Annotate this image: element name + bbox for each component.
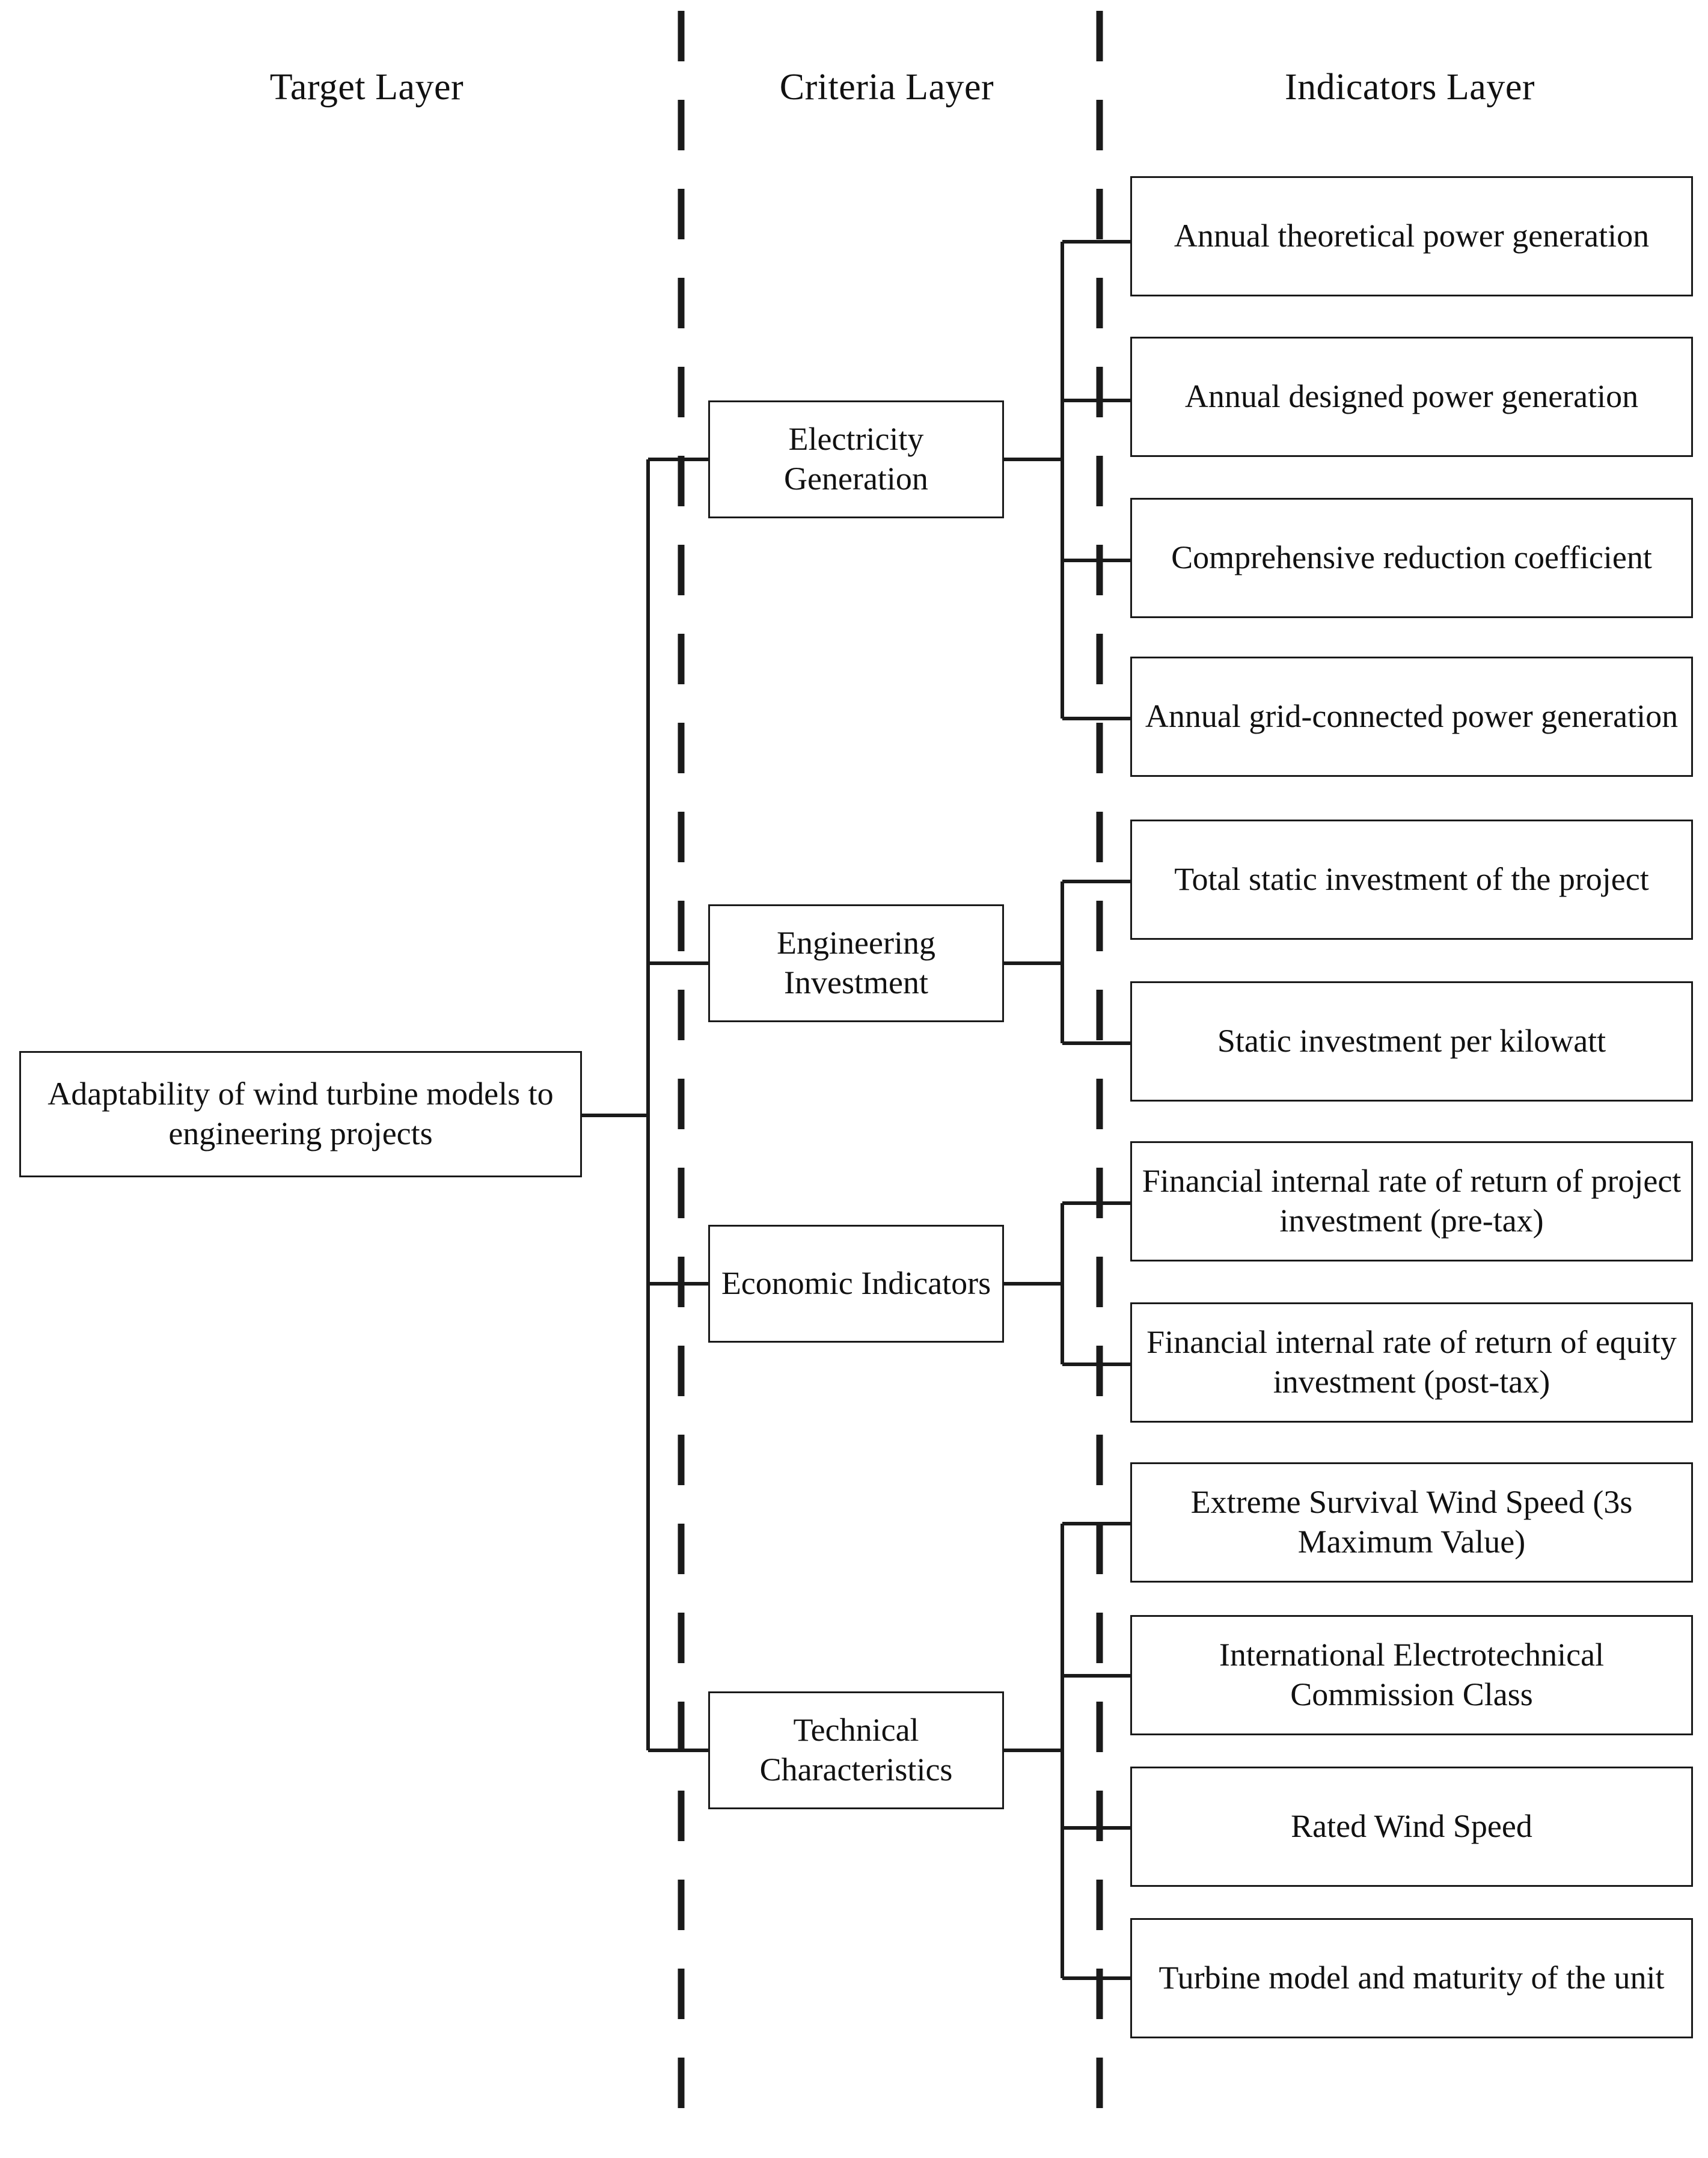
indicator-node-label: Extreme Survival Wind Speed (3s Maximum … bbox=[1190, 1484, 1633, 1560]
indicator-node-label: Rated Wind Speed bbox=[1291, 1808, 1532, 1845]
layer-heading-indicators: Indicators Layer bbox=[1285, 67, 1535, 108]
indicator-node-firr-equity-investment-post-tax[interactable]: Financial internal rate of return of equ… bbox=[1130, 1302, 1693, 1423]
indicator-node-static-investment-per-kilowatt[interactable]: Static investment per kilowatt bbox=[1130, 981, 1693, 1102]
indicator-node-firr-project-investment-pre-tax[interactable]: Financial internal rate of return of pro… bbox=[1130, 1141, 1693, 1261]
indicator-node-turbine-model-and-maturity[interactable]: Turbine model and maturity of the unit bbox=[1130, 1918, 1693, 2038]
indicator-node-label: Annual theoretical power generation bbox=[1174, 218, 1650, 254]
indicator-node-label: Turbine model and maturity of the unit bbox=[1159, 1960, 1665, 1996]
indicator-node-label: Comprehensive reduction coefficient bbox=[1171, 539, 1652, 576]
indicator-node-comprehensive-reduction-coefficient[interactable]: Comprehensive reduction coefficient bbox=[1130, 498, 1693, 618]
criteria-node-label: Electricity Generation bbox=[784, 421, 928, 497]
indicator-node-annual-grid-connected-power-generation[interactable]: Annual grid-connected power generation bbox=[1130, 657, 1693, 777]
indicator-node-rated-wind-speed[interactable]: Rated Wind Speed bbox=[1130, 1767, 1693, 1887]
indicator-node-label: Total static investment of the project bbox=[1174, 861, 1649, 898]
indicator-node-label: Annual grid-connected power generation bbox=[1145, 698, 1679, 735]
criteria-node-electricity-generation[interactable]: Electricity Generation bbox=[708, 400, 1004, 518]
indicator-node-label: Annual designed power generation bbox=[1184, 378, 1639, 415]
criteria-node-economic-indicators[interactable]: Economic Indicators bbox=[708, 1225, 1004, 1343]
layer-heading-target: Target Layer bbox=[269, 67, 464, 108]
indicator-node-annual-theoretical-power-generation[interactable]: Annual theoretical power generation bbox=[1130, 176, 1693, 296]
criteria-node-engineering-investment[interactable]: Engineering Investment bbox=[708, 904, 1004, 1022]
indicator-node-label: International Electrotechnical Commissio… bbox=[1219, 1637, 1605, 1712]
target-node-label: Adaptability of wind turbine models to e… bbox=[47, 1076, 554, 1151]
indicator-node-total-static-investment-of-the-project[interactable]: Total static investment of the project bbox=[1130, 820, 1693, 940]
indicator-node-annual-designed-power-generation[interactable]: Annual designed power generation bbox=[1130, 337, 1693, 457]
criteria-node-technical-characteristics[interactable]: Technical Characteristics bbox=[708, 1691, 1004, 1809]
indicator-node-label: Financial internal rate of return of pro… bbox=[1142, 1163, 1682, 1239]
indicator-node-label: Static investment per kilowatt bbox=[1217, 1023, 1606, 1059]
layer-heading-criteria: Criteria Layer bbox=[779, 67, 994, 108]
criteria-node-label: Economic Indicators bbox=[721, 1265, 991, 1302]
target-node[interactable]: Adaptability of wind turbine models to e… bbox=[19, 1051, 582, 1177]
indicator-node-iec-class[interactable]: International Electrotechnical Commissio… bbox=[1130, 1615, 1693, 1735]
indicator-node-extreme-survival-wind-speed[interactable]: Extreme Survival Wind Speed (3s Maximum … bbox=[1130, 1462, 1693, 1583]
criteria-node-label: Technical Characteristics bbox=[759, 1712, 953, 1788]
indicator-node-label: Financial internal rate of return of equ… bbox=[1146, 1324, 1677, 1400]
criteria-node-label: Engineering Investment bbox=[777, 925, 935, 1001]
